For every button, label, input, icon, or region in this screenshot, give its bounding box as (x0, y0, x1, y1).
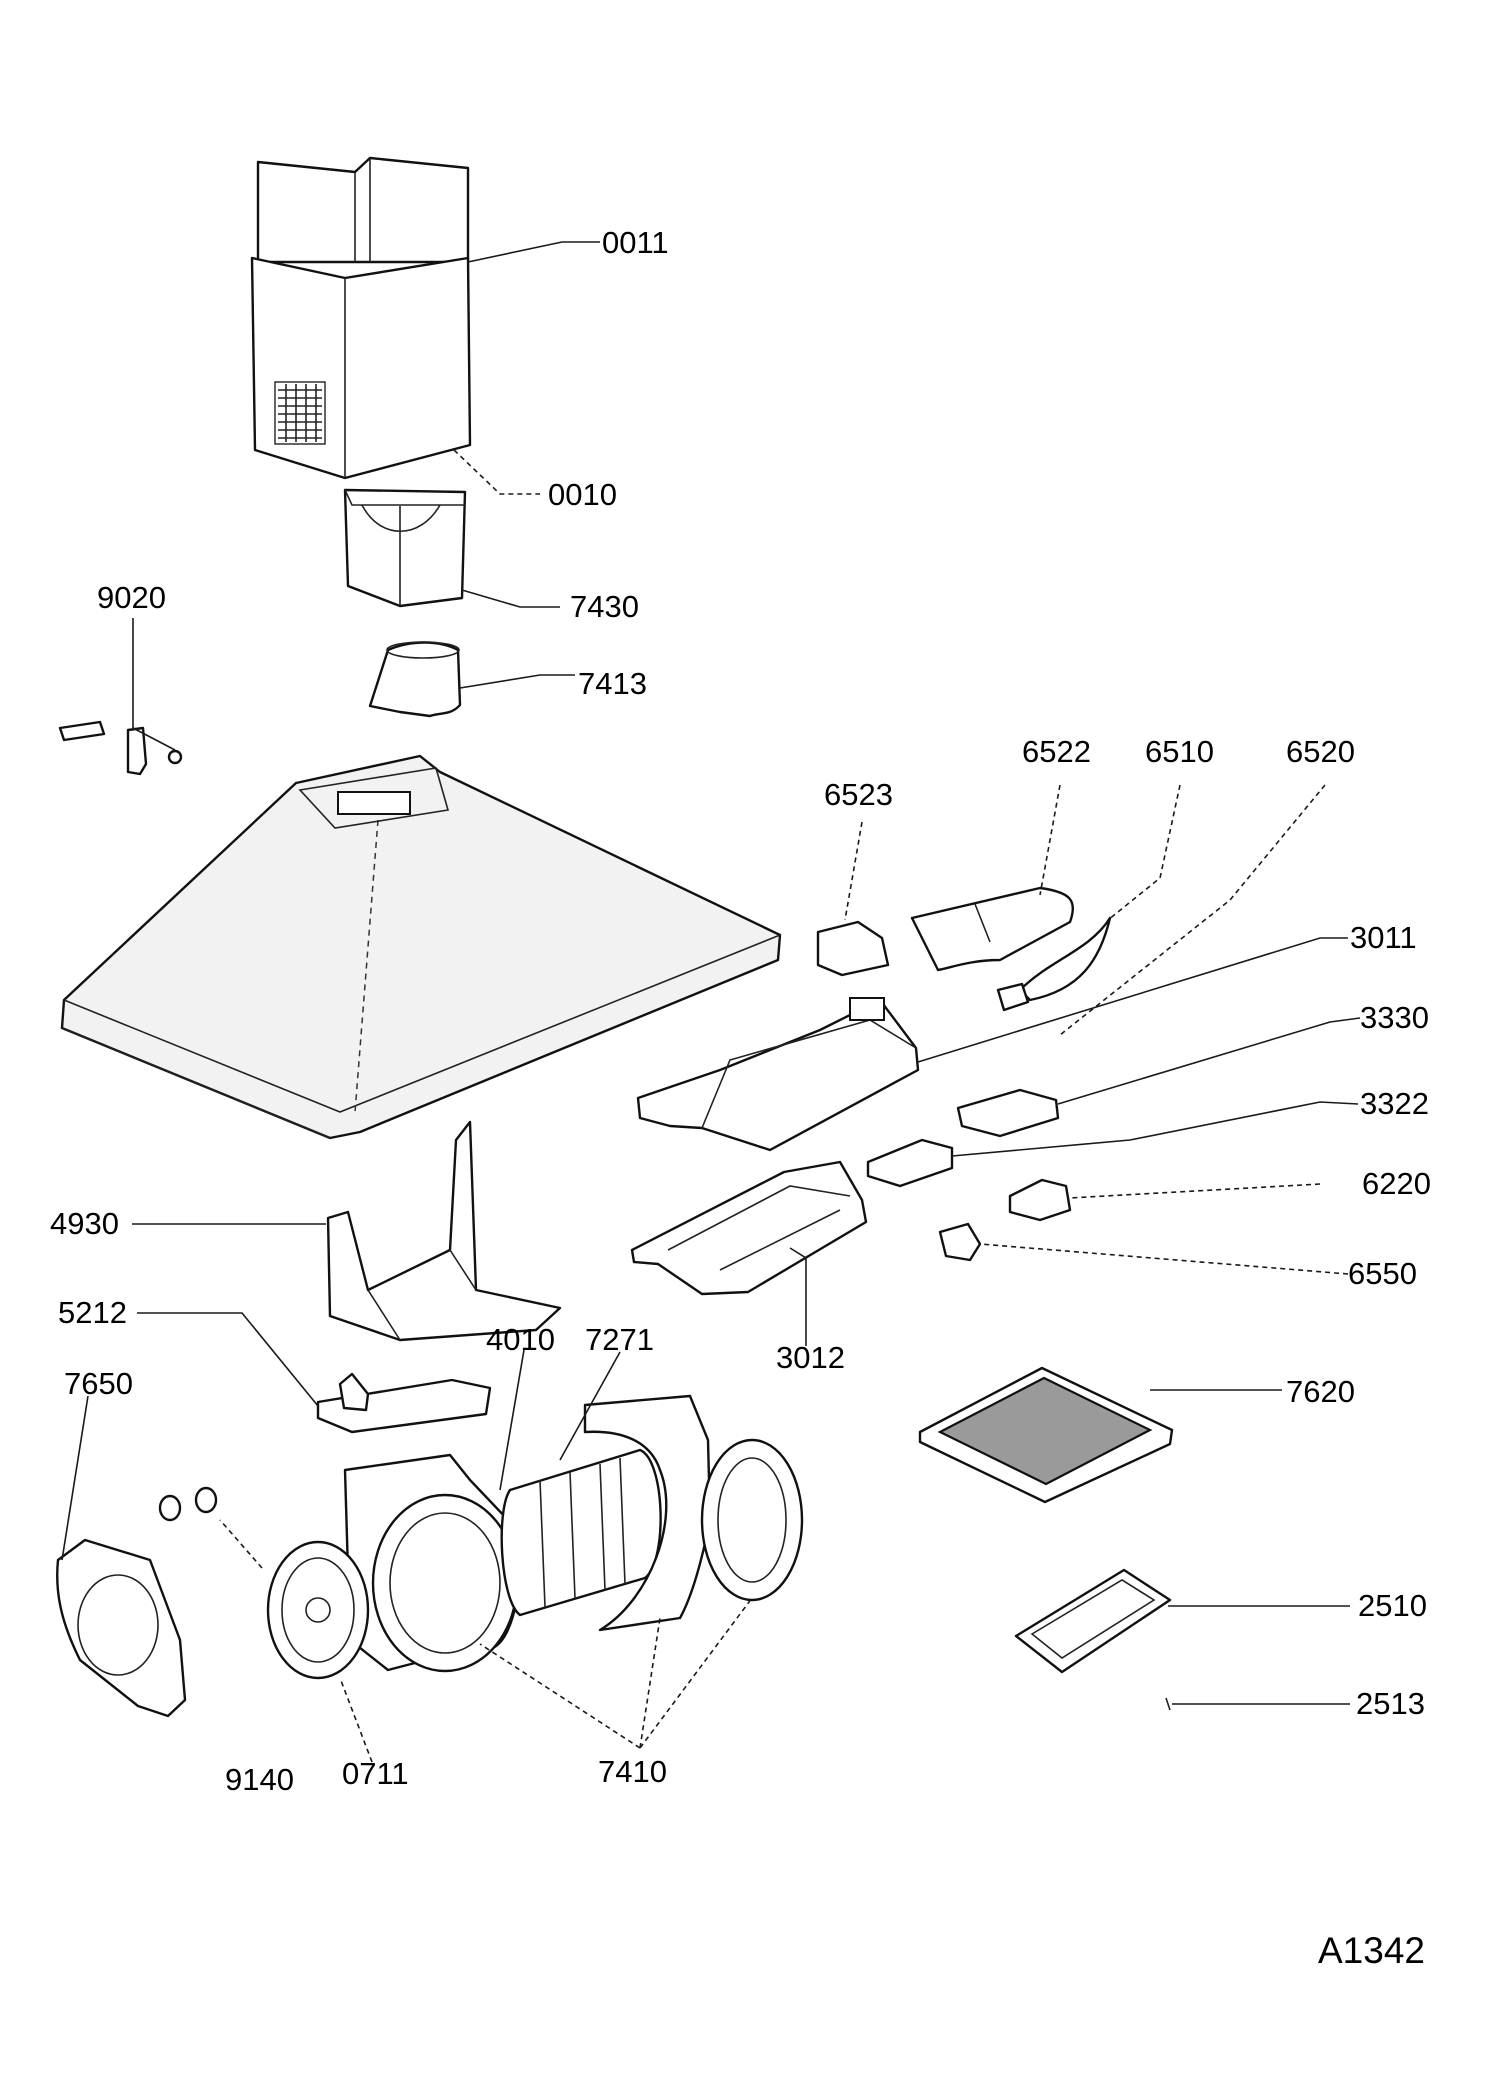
motor-impeller-drawing (500, 1448, 662, 1617)
leader-lines (61, 241, 1361, 1763)
label-7620: 7620 (1286, 1374, 1355, 1409)
duct-adapter-drawing (343, 488, 467, 608)
leader-7430 (461, 589, 560, 608)
switch-drawing (1008, 1178, 1072, 1222)
leader-6510 (1107, 784, 1181, 921)
hood-canopy-drawing (60, 754, 782, 1140)
label-3322: 3322 (1360, 1086, 1429, 1121)
leader-0711 (339, 1677, 373, 1763)
label-7271: 7271 (585, 1322, 654, 1357)
label-0011: 0011 (602, 225, 669, 260)
leader-0011 (467, 241, 600, 263)
leader-7650 (61, 1395, 89, 1561)
leader-3322 (951, 1101, 1359, 1157)
switch-2-drawing (938, 1222, 982, 1262)
drawing-code: A1342 (1318, 1930, 1425, 1971)
leader-4010 (499, 1349, 525, 1491)
control-housing-drawing (636, 997, 920, 1152)
vent-grille (274, 381, 326, 445)
label-3011: 3011 (1350, 920, 1417, 955)
leader-9020 (132, 618, 176, 751)
label-3330: 3330 (1360, 1000, 1429, 1035)
control-tray-drawing (630, 1160, 868, 1296)
mounting-plate-drawing (316, 1372, 492, 1434)
knob-panel-upper-drawing (956, 1088, 1060, 1138)
motor-cover-drawing (266, 1540, 370, 1680)
chimney-upper-drawing (256, 156, 470, 264)
wall-bracket-drawing (58, 720, 183, 776)
motor-bracket-drawing (326, 1120, 562, 1342)
label-4010: 4010 (486, 1322, 555, 1357)
knob-panel-lower-drawing (866, 1138, 954, 1188)
leader-7413 (459, 674, 575, 689)
label-3012: 3012 (776, 1340, 845, 1375)
outlet-collar-drawing (368, 641, 462, 718)
label-4930: 4930 (50, 1206, 119, 1241)
label-6550: 6550 (1348, 1256, 1417, 1291)
leader-6520 (1059, 784, 1326, 1036)
grease-filter-drawing (918, 1366, 1174, 1504)
leader-9140 (219, 1519, 263, 1569)
lamp-holder-drawing (816, 920, 890, 977)
lamp-cover-drawing (910, 886, 1075, 972)
side-grille-drawing (55, 1538, 187, 1718)
leader-6522 (1039, 784, 1061, 896)
label-7413: 7413 (578, 666, 647, 701)
label-6520: 6520 (1286, 734, 1355, 769)
leader-3330 (1057, 1017, 1361, 1105)
leader-6220 (1069, 1183, 1321, 1199)
leader-6550 (979, 1243, 1349, 1275)
blower-side-half-drawing (583, 1394, 804, 1632)
label-6523: 6523 (824, 777, 893, 812)
label-0711: 0711 (342, 1756, 409, 1791)
leader-3011 (917, 937, 1348, 1063)
nuts-drawing (158, 1486, 218, 1522)
label-9140: 9140 (225, 1762, 294, 1797)
label-7410: 7410 (598, 1754, 667, 1789)
label-2513: 2513 (1356, 1686, 1425, 1721)
label-7650: 7650 (64, 1366, 133, 1401)
screw-drawing (1165, 1697, 1171, 1711)
charcoal-filter-drawing (1014, 1568, 1172, 1674)
part-labels: 0011 0010 7430 7413 9020 6522 6510 6520 … (50, 225, 1431, 1971)
chimney-lower-drawing (250, 256, 472, 480)
label-6510: 6510 (1145, 734, 1214, 769)
leader-5212 (137, 1312, 319, 1407)
label-2510: 2510 (1358, 1588, 1427, 1623)
leader-3012 (789, 1247, 807, 1346)
blower-housing-drawing (343, 1453, 522, 1673)
leader-7271 (559, 1351, 621, 1461)
leader-6523 (844, 821, 863, 921)
label-5212: 5212 (58, 1295, 127, 1330)
label-6220: 6220 (1362, 1166, 1431, 1201)
label-6522: 6522 (1022, 734, 1091, 769)
label-9020: 9020 (97, 580, 166, 615)
leader-7410 (479, 1597, 753, 1749)
label-7430: 7430 (570, 589, 639, 624)
leader-0010 (453, 449, 540, 495)
label-0010: 0010 (548, 477, 617, 512)
lamp-bulb-drawing (996, 916, 1112, 1012)
